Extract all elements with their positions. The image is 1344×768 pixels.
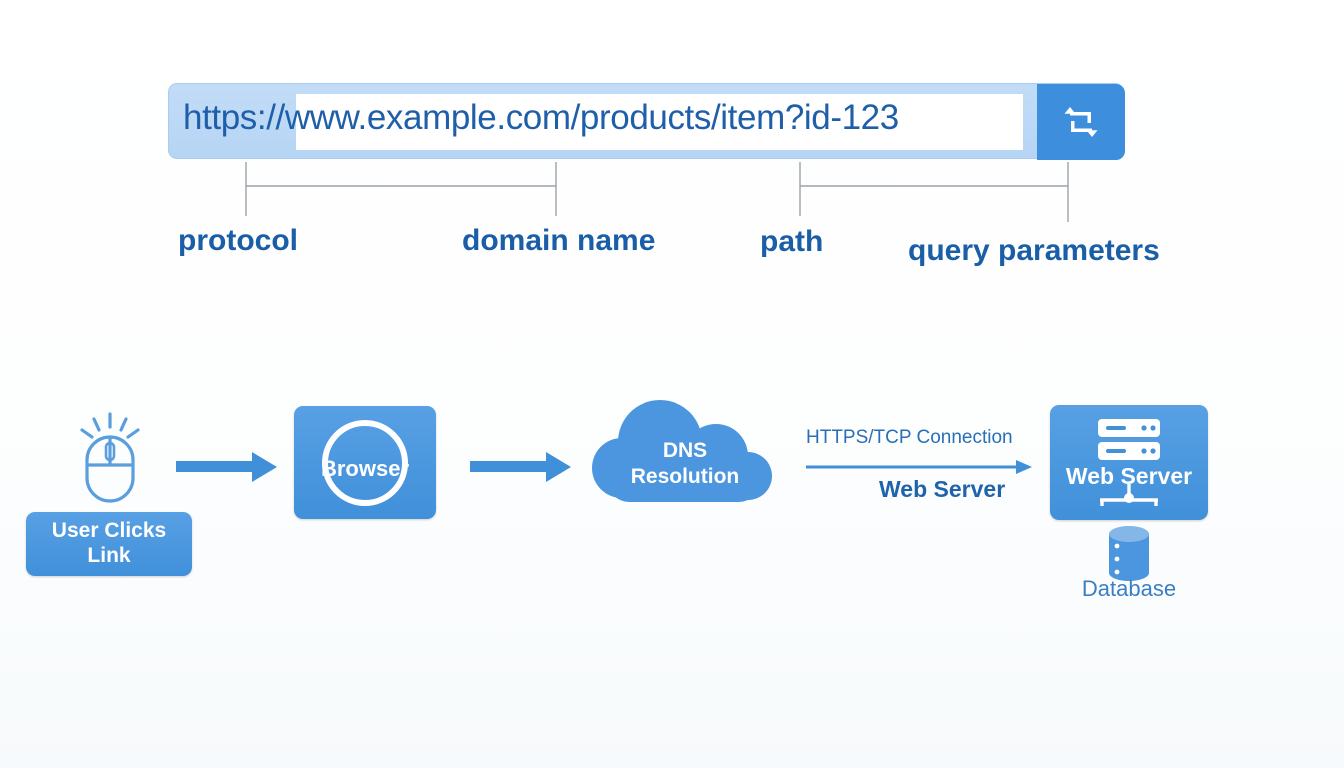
user-clicks-link-badge[interactable]: User Clicks Link: [26, 512, 192, 576]
connection-bottom-label: Web Server: [879, 476, 1006, 502]
url-part-label-query-parameters: query parameters: [908, 234, 1160, 267]
dns-resolution-label: DNS Resolution: [588, 438, 782, 489]
connection-top-label: HTTPS/TCP Connection: [806, 427, 1013, 448]
cloud-icon: [588, 398, 782, 513]
url-bar[interactable]: https://www.example.com/products/item?id…: [168, 83, 1125, 160]
circle-outline-icon: [322, 419, 408, 506]
url-bar-section: https://www.example.com/products/item?id…: [168, 83, 1125, 160]
repeat-refresh-icon: [1061, 104, 1101, 140]
database-label: Database: [1081, 576, 1177, 601]
database-cylinder-icon: [1102, 524, 1156, 589]
url-part-label-protocol: protocol: [178, 224, 298, 257]
arrow-browser-to-dns-icon: [470, 450, 575, 489]
user-clicks-link-line2: Link: [87, 544, 131, 567]
url-text[interactable]: https://www.example.com/products/item?id…: [183, 98, 899, 137]
dns-label-line1: DNS: [662, 439, 708, 462]
url-part-label-path: path: [760, 225, 824, 258]
connection-arrow-right-icon: [806, 458, 1034, 481]
dns-label-line2: Resolution: [630, 464, 740, 488]
url-part-label-domain-name: domain name: [462, 224, 656, 257]
mouse-click-icon: [74, 410, 146, 511]
user-clicks-link-label: User Clicks Link: [52, 519, 166, 569]
network-connection-icon: [1096, 483, 1162, 512]
server-rack-icon: [1094, 417, 1164, 468]
arrow-user-to-browser-icon: [176, 450, 281, 489]
user-clicks-link-line1: User Clicks: [51, 519, 167, 543]
browser-label: Browser: [320, 456, 410, 481]
url-input[interactable]: [296, 94, 1023, 150]
reload-button[interactable]: [1037, 84, 1125, 160]
web-server-node[interactable]: Web Server: [1050, 405, 1208, 520]
browser-node[interactable]: Browser: [294, 406, 436, 519]
